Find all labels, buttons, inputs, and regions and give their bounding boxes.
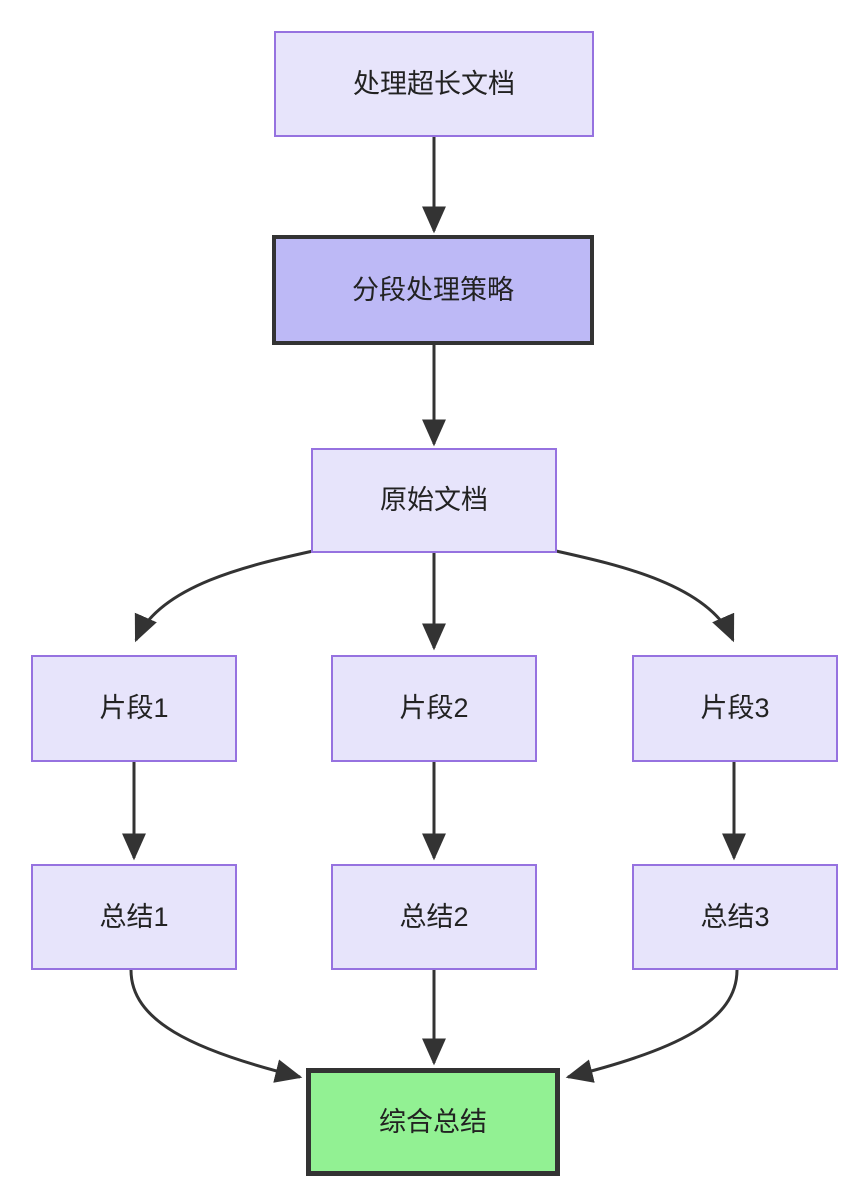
node-label: 综合总结: [379, 1106, 487, 1137]
node-label: 片段1: [99, 693, 169, 724]
node-fragment-1[interactable]: 片段1: [31, 655, 237, 762]
node-label: 总结1: [99, 901, 169, 932]
node-label: 总结3: [700, 901, 770, 932]
edge-n3-n6: [555, 549, 735, 643]
node-fragment-2[interactable]: 片段2: [331, 655, 537, 762]
node-label: 总结2: [399, 901, 469, 932]
node-process-long-document[interactable]: 处理超长文档: [274, 31, 594, 137]
node-label: 片段3: [700, 693, 770, 724]
node-summary-3[interactable]: 总结3: [632, 864, 838, 970]
node-summary-1[interactable]: 总结1: [31, 864, 237, 970]
node-label: 分段处理策略: [352, 274, 514, 305]
node-label: 处理超长文档: [353, 68, 515, 99]
edge-n7-n10: [129, 969, 303, 1083]
node-label: 原始文档: [380, 485, 488, 516]
node-comprehensive-summary[interactable]: 综合总结: [306, 1068, 560, 1176]
node-label: 片段2: [399, 693, 469, 724]
node-summary-2[interactable]: 总结2: [331, 864, 537, 970]
edge-n9-n10: [565, 969, 739, 1083]
edge-n3-n4: [134, 549, 314, 643]
node-original-document[interactable]: 原始文档: [311, 448, 557, 553]
node-segmented-processing-strategy[interactable]: 分段处理策略: [272, 235, 594, 345]
node-fragment-3[interactable]: 片段3: [632, 655, 838, 762]
